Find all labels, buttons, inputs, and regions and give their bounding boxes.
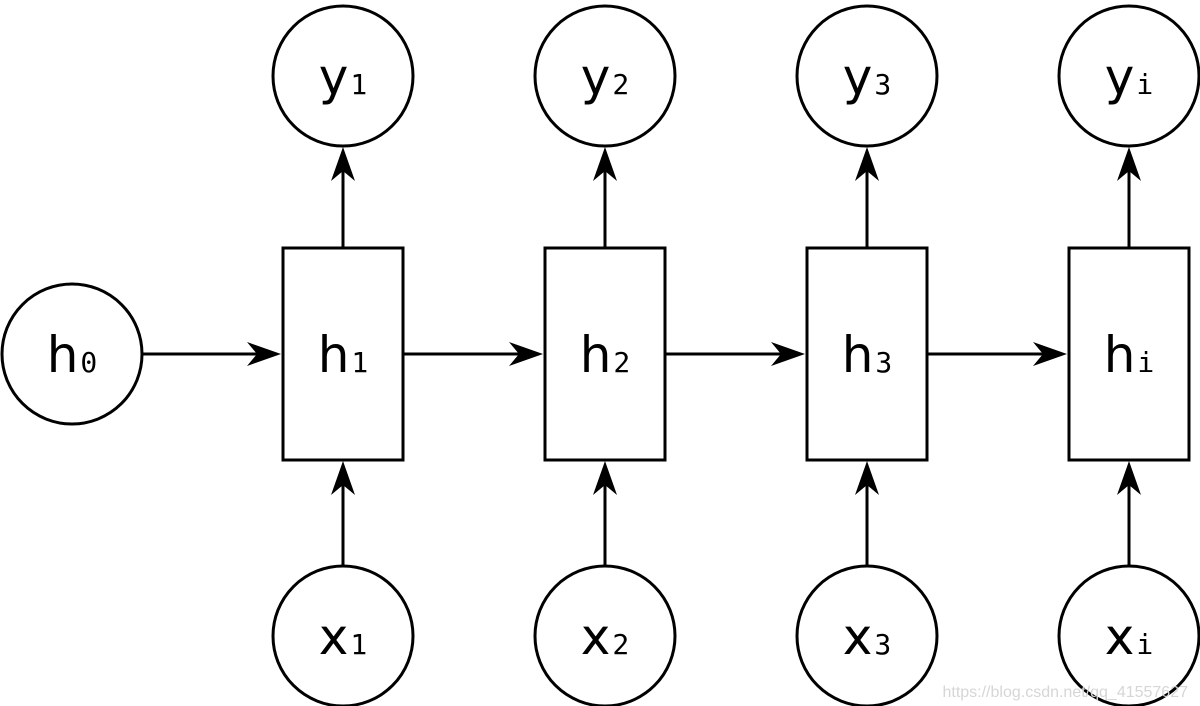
hidden-state-h2-box: [543, 246, 667, 462]
arrow-hi-to-yi: [1117, 147, 1141, 248]
hidden-state-h3-label-subscript: 3: [875, 346, 892, 379]
arrow-x3-to-h3-head: [855, 461, 879, 495]
hidden-state-h1-box: [281, 246, 405, 462]
output-node-yi-label-subscript: i: [1136, 68, 1153, 101]
output-node-y3-label: y3: [843, 48, 891, 106]
input-node-x3: x3: [795, 564, 939, 706]
hidden-state-h2-label: h2: [580, 326, 631, 384]
output-node-y3: y3: [795, 4, 939, 148]
input-node-x1-label-main: x: [319, 608, 349, 666]
output-node-y2-circle: [533, 4, 677, 148]
hidden-state-hi-label-main: h: [1104, 326, 1136, 384]
arrow-h3-to-hi: [927, 342, 1067, 366]
node-h0-label-subscript: 0: [80, 346, 97, 379]
input-node-x1-label-subscript: 1: [350, 628, 367, 661]
arrow-h1-to-h2: [403, 342, 543, 366]
arrow-x1-to-h1-head: [331, 461, 355, 495]
output-node-yi-label: yi: [1105, 48, 1153, 106]
arrow-xi-to-hi-head: [1117, 461, 1141, 495]
input-node-x2-label-subscript: 2: [612, 628, 629, 661]
input-node-x1-label: x1: [319, 608, 367, 666]
output-node-y1: y1: [271, 4, 415, 148]
arrow-h3-to-y3: [855, 147, 879, 248]
input-node-x3-label-main: x: [843, 608, 873, 666]
input-node-x2-label-main: x: [581, 608, 611, 666]
hidden-state-h2-label-subscript: 2: [613, 346, 630, 379]
hidden-state-h3-label: h3: [842, 326, 893, 384]
node-h0-label: h0: [47, 326, 98, 384]
output-node-y3-circle: [795, 4, 939, 148]
input-node-x2: x2: [533, 564, 677, 706]
arrow-h2-to-h3: [665, 342, 805, 366]
node-h0-label-main: h: [47, 326, 79, 384]
hidden-state-hi-label: hi: [1104, 326, 1155, 384]
hidden-state-h2: h2: [543, 246, 667, 462]
input-node-x3-circle: [795, 564, 939, 706]
arrow-h2-to-y2-head: [593, 147, 617, 181]
watermark-text: https://blog.csdn.net/qq_41557627: [942, 684, 1188, 701]
input-node-x1-circle: [271, 564, 415, 706]
arrow-xi-to-hi: [1117, 461, 1141, 566]
output-node-y1-label-subscript: 1: [350, 68, 367, 101]
edges-layer: [142, 147, 1141, 566]
hidden-state-h3: h3: [805, 246, 929, 462]
arrow-x3-to-h3: [855, 461, 879, 566]
output-node-yi-circle: [1057, 4, 1200, 148]
hidden-state-h3-box: [805, 246, 929, 462]
arrow-h1-to-y1-head: [331, 147, 355, 181]
arrow-x1-to-h1: [331, 461, 355, 566]
arrow-h3-to-y3-head: [855, 147, 879, 181]
hidden-state-h3-label-main: h: [842, 326, 874, 384]
hidden-state-hi-box: [1067, 246, 1191, 462]
input-node-xi-label-main: x: [1105, 608, 1135, 666]
arrow-hi-to-yi-head: [1117, 147, 1141, 181]
output-node-y2-label-main: y: [581, 48, 611, 106]
arrow-h2-to-h3-head: [771, 342, 805, 366]
hidden-state-h1-label-subscript: 1: [351, 346, 368, 379]
output-node-y2-label: y2: [581, 48, 629, 106]
arrow-h0-to-h1: [142, 342, 281, 366]
output-node-y3-label-main: y: [843, 48, 873, 106]
hidden-state-hi-label-subscript: i: [1137, 346, 1154, 379]
arrow-h1-to-h2-head: [509, 342, 543, 366]
input-node-x3-label-subscript: 3: [874, 628, 891, 661]
hidden-state-hi: hi: [1067, 246, 1191, 462]
input-node-x2-circle: [533, 564, 677, 706]
hidden-state-h2-label-main: h: [580, 326, 612, 384]
arrow-x2-to-h2-head: [593, 461, 617, 495]
input-node-x3-label: x3: [843, 608, 891, 666]
arrow-h1-to-y1: [331, 147, 355, 248]
output-node-y2: y2: [533, 4, 677, 148]
output-node-y1-label: y1: [319, 48, 367, 106]
input-node-xi-label-subscript: i: [1136, 628, 1153, 661]
output-node-y3-label-subscript: 3: [874, 68, 891, 101]
node-h0: h0: [0, 282, 144, 426]
output-node-yi-label-main: y: [1105, 48, 1135, 106]
arrow-h0-to-h1-head: [247, 342, 281, 366]
input-node-x1: x1: [271, 564, 415, 706]
node-h0-circle: [0, 282, 144, 426]
arrow-x2-to-h2: [593, 461, 617, 566]
arrow-h2-to-y2: [593, 147, 617, 248]
output-node-yi: yi: [1057, 4, 1200, 148]
output-node-y2-label-subscript: 2: [612, 68, 629, 101]
input-node-x2-label: x2: [581, 608, 629, 666]
output-node-y1-label-main: y: [319, 48, 349, 106]
hidden-state-h1-label-main: h: [318, 326, 350, 384]
input-node-xi: xi: [1057, 564, 1200, 706]
arrow-h3-to-hi-head: [1033, 342, 1067, 366]
hidden-state-h1-label: h1: [318, 326, 369, 384]
output-node-y1-circle: [271, 4, 415, 148]
input-node-xi-circle: [1057, 564, 1200, 706]
hidden-state-h1: h1: [281, 246, 405, 462]
input-node-xi-label: xi: [1105, 608, 1153, 666]
